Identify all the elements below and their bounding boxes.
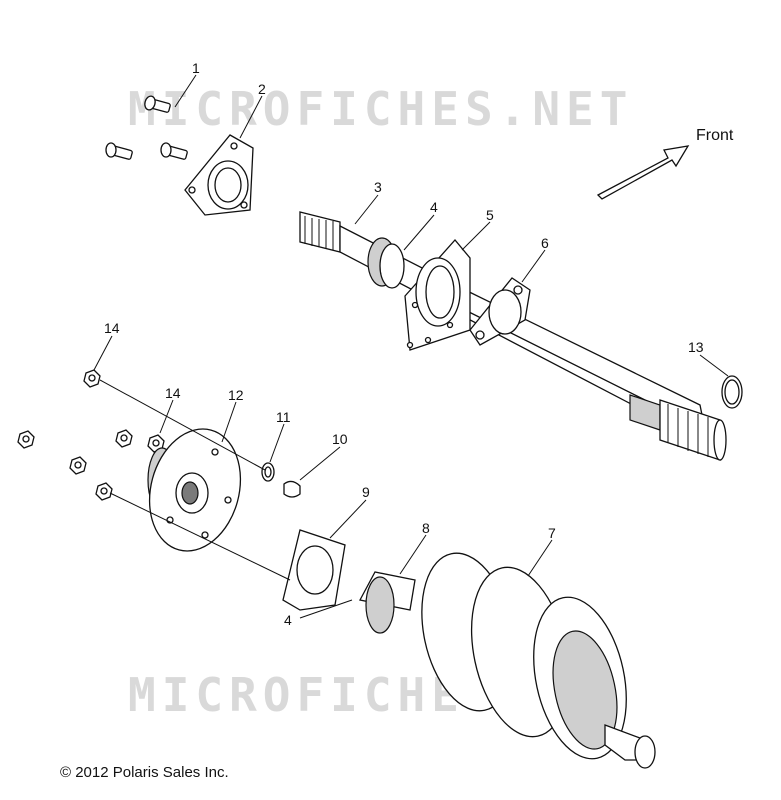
callout-7: 7 bbox=[548, 525, 556, 541]
front-label: Front bbox=[696, 127, 734, 144]
leader-lines bbox=[93, 74, 729, 619]
bolt-part-1 bbox=[144, 95, 171, 113]
callout-2: 2 bbox=[258, 81, 266, 97]
nut-left-a bbox=[115, 429, 133, 448]
bearing-flange-part-2 bbox=[184, 134, 254, 216]
copyright-text: © 2012 Polaris Sales Inc. bbox=[60, 764, 229, 781]
callout-4-bottom: 4 bbox=[284, 612, 292, 628]
callout-13: 13 bbox=[688, 339, 704, 355]
watermark-top: MICROFICHES.NET bbox=[128, 82, 634, 136]
nut-left-c bbox=[95, 482, 113, 501]
callout-1: 1 bbox=[192, 60, 200, 76]
o-ring-part-13 bbox=[721, 375, 743, 409]
flange-plate-part-5 bbox=[404, 239, 471, 351]
callout-12: 12 bbox=[228, 387, 244, 403]
plug-part-10 bbox=[283, 480, 301, 498]
nut-left-b bbox=[69, 456, 87, 475]
callout-10: 10 bbox=[332, 431, 348, 447]
sprocket-part-7 bbox=[421, 552, 656, 769]
bearing-housing-part-8 bbox=[359, 571, 416, 634]
bolt-part-1b bbox=[105, 142, 133, 160]
callout-14-top: 14 bbox=[104, 320, 120, 336]
seal-plate-part-6 bbox=[469, 277, 531, 346]
brake-disc-part-12 bbox=[147, 428, 242, 552]
callout-9: 9 bbox=[362, 484, 370, 500]
nut-far-left bbox=[17, 430, 35, 449]
washer-part-11 bbox=[261, 462, 275, 482]
bolt-part-1c bbox=[160, 142, 188, 160]
bearing-part-4 bbox=[367, 237, 405, 289]
callout-11: 11 bbox=[276, 409, 291, 425]
callout-6: 6 bbox=[541, 235, 549, 251]
driveshaft-part-3 bbox=[299, 211, 727, 461]
callout-3: 3 bbox=[374, 179, 382, 195]
callout-5: 5 bbox=[486, 207, 494, 223]
gasket-part-9 bbox=[282, 529, 346, 611]
nut-part-14-top bbox=[83, 369, 101, 388]
callout-8: 8 bbox=[422, 520, 430, 536]
front-arrow bbox=[596, 145, 690, 200]
callout-14-bottom: 14 bbox=[165, 385, 181, 401]
callout-4-top: 4 bbox=[430, 199, 438, 215]
